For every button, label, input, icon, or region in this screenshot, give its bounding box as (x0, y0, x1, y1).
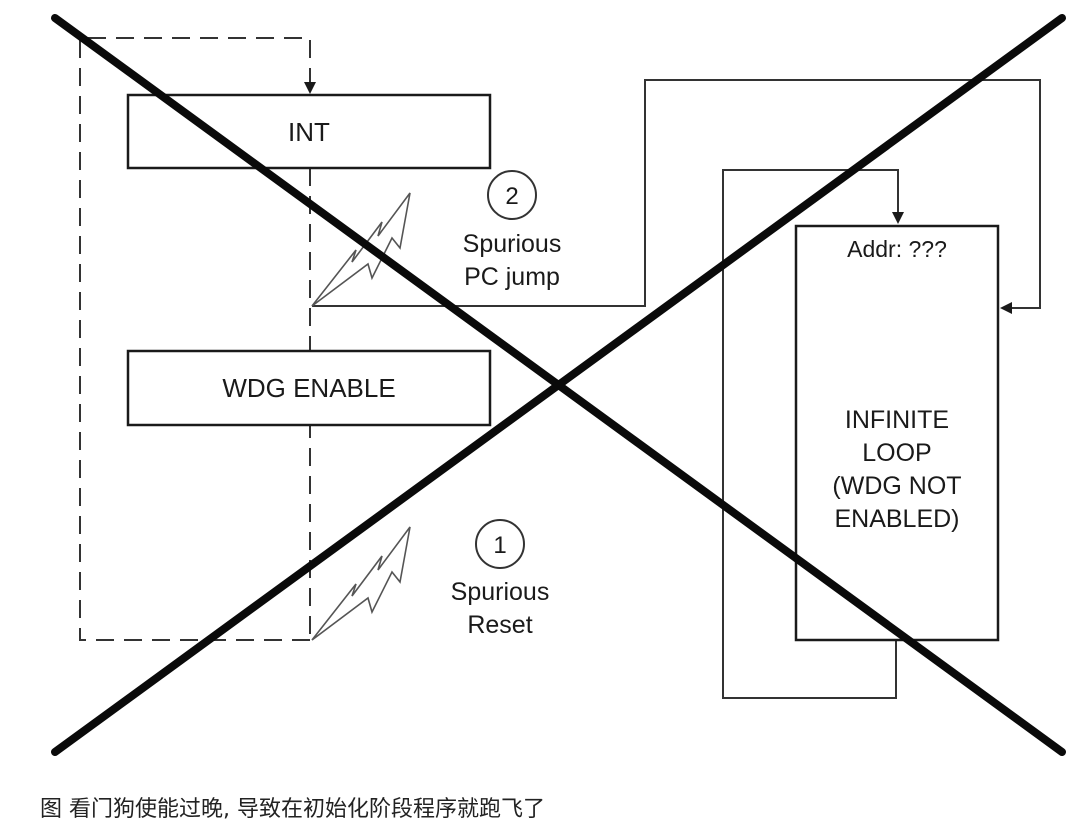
infinite-loop-path (722, 169, 899, 699)
watchdog-diagram: INT WDG ENABLE Addr: ??? INFINITE LOOP (… (51, 14, 1066, 756)
wdg-enable-label: WDG ENABLE (222, 373, 395, 403)
wdg-enable-block (126, 349, 492, 427)
cross-out-mark (51, 14, 1066, 756)
event-2-line-1: Spurious (463, 230, 562, 258)
loop-body-line-4: ENABLED) (834, 505, 959, 533)
loop-address-label: Addr: ??? (847, 236, 947, 262)
infinite-loop-block (794, 224, 1000, 642)
event-2-line-2: PC jump (464, 263, 560, 291)
event-1-line-1: Spurious (451, 578, 550, 606)
lightning-pc-jump-icon (311, 192, 411, 307)
pc-jump-path (312, 79, 1041, 309)
loop-body-line-1: INFINITE (845, 406, 949, 434)
reset-arrowhead (304, 82, 316, 94)
lightning-reset-icon (311, 526, 411, 641)
figure-caption: 图 看门狗使能过晚, 导致在初始化阶段程序就跑飞了 (40, 797, 545, 822)
loop-body-line-2: LOOP (862, 439, 931, 467)
event-1-badge (475, 519, 525, 569)
int-block (126, 93, 492, 170)
pc-jump-arrowhead (1000, 302, 1012, 314)
event-2-number: 2 (505, 183, 518, 210)
event-2-badge (487, 170, 537, 220)
event-1-number: 1 (493, 532, 506, 559)
int-label: INT (288, 117, 330, 147)
infinite-loop-arrowhead (892, 212, 904, 224)
loop-body-line-3: (WDG NOT (832, 472, 961, 500)
event-1-line-2: Reset (467, 611, 532, 639)
